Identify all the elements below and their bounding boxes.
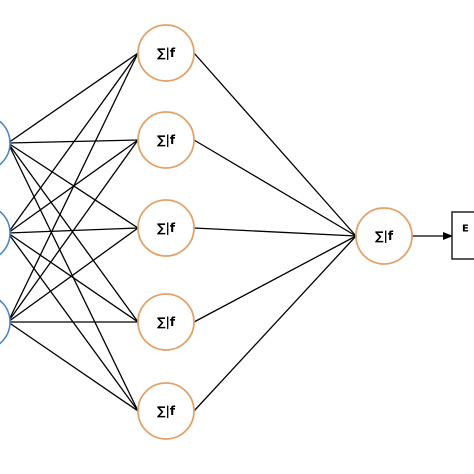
hidden-neuron-5: ∑|f	[137, 382, 195, 440]
hidden-neuron-4: ∑|f	[137, 293, 195, 351]
edge-input-2-hidden-1	[7, 52, 139, 234]
hidden-neuron-label: ∑|f	[157, 46, 176, 60]
hidden-layer: ∑|f ∑|f ∑|f ∑|f ∑|f	[137, 24, 195, 440]
hidden-neuron-1: ∑|f	[137, 24, 195, 82]
input-layer	[0, 120, 11, 345]
hidden-neuron-label: ∑|f	[157, 315, 176, 329]
output-box-label: E	[462, 224, 469, 235]
edge-input-3-hidden-3	[7, 227, 139, 323]
output-box-rect	[451, 211, 474, 260]
edge-input-1-hidden-4	[7, 142, 139, 323]
hidden-neuron-circle	[137, 293, 195, 351]
input-neuron-3	[0, 299, 11, 345]
edge-hidden-2-output	[193, 139, 357, 237]
edge-input-3-hidden-2	[7, 139, 139, 323]
hidden-neuron-3: ∑|f	[137, 199, 195, 257]
input-neuron-1	[0, 120, 11, 166]
input-hidden-connections	[7, 52, 139, 412]
edge-input-1-hidden-1	[7, 52, 139, 144]
edge-hidden-4-output	[193, 235, 357, 323]
edge-input-2-hidden-4	[7, 232, 139, 323]
output-neuron-label: ∑|f	[375, 229, 394, 243]
edge-input-1-hidden-2	[7, 139, 139, 144]
edge-input-3-hidden-1	[7, 52, 139, 323]
hidden-neuron-label: ∑|f	[157, 404, 176, 418]
output-neuron: ∑|f	[355, 207, 413, 265]
input-neuron-2	[0, 210, 11, 256]
edge-hidden-5-output	[193, 235, 357, 412]
hidden-neuron-label: ∑|f	[157, 133, 176, 147]
hidden-neuron-label: ∑|f	[157, 221, 176, 235]
hidden-neuron-2: ∑|f	[137, 111, 195, 169]
hidden-neuron-circle	[137, 382, 195, 440]
hidden-output-connections	[193, 52, 357, 412]
edge-input-3-hidden-5	[7, 321, 139, 412]
output-box: E	[451, 211, 474, 260]
hidden-neuron-circle	[137, 24, 195, 82]
hidden-neuron-circle	[137, 199, 195, 257]
hidden-neuron-circle	[137, 111, 195, 169]
edge-hidden-1-output	[193, 52, 357, 237]
edge-hidden-3-output	[193, 227, 357, 237]
output-neuron-circle	[355, 207, 413, 265]
edge-input-1-hidden-3	[7, 142, 139, 229]
